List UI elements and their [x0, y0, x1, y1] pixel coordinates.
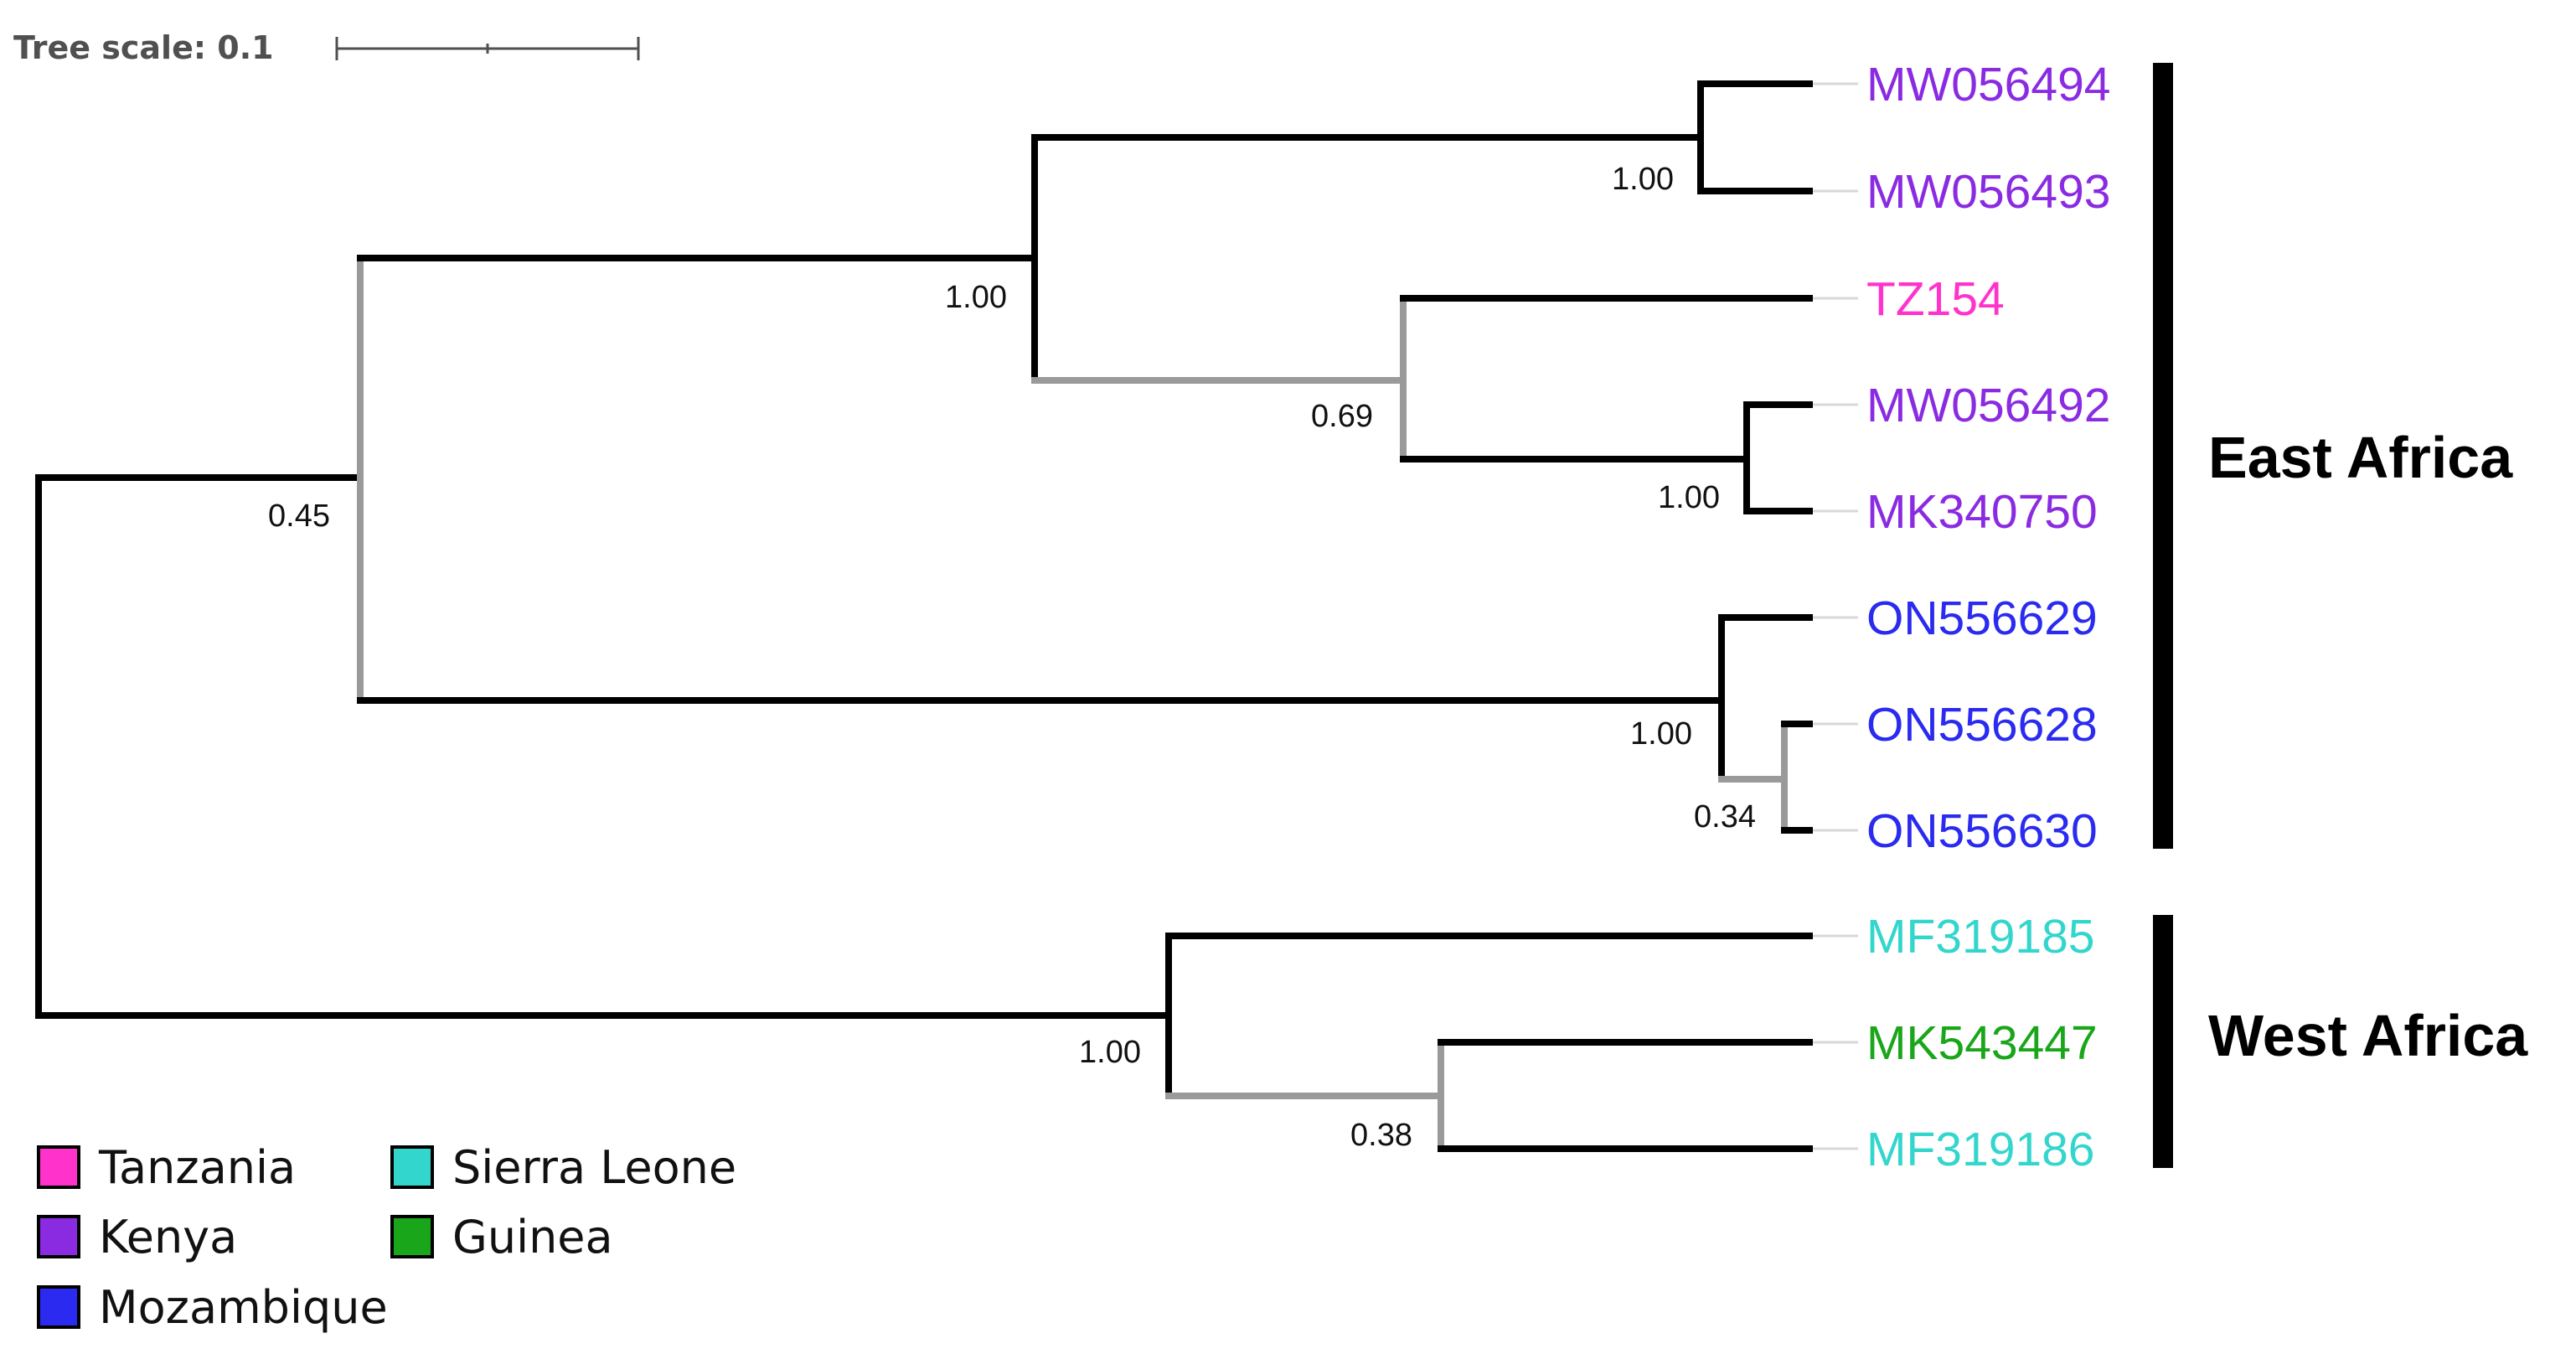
- leaf-label-mf319185: MF319185: [1866, 910, 2095, 964]
- legend-item-guinea: Guinea: [390, 1211, 613, 1263]
- support-west-clade: 1.00: [1079, 1035, 1141, 1070]
- leaf-label-mw056493: MW056493: [1866, 165, 2111, 219]
- leaf-label-on556628: ON556628: [1866, 698, 2098, 752]
- legend-item-tanzania: Tanzania: [37, 1141, 296, 1194]
- support-mozambique-clade: 1.00: [1630, 716, 1692, 752]
- legend-swatch-mozambique: [37, 1285, 80, 1329]
- legend-swatch-tanzania: [37, 1145, 80, 1189]
- leaf-label-mk340750: MK340750: [1866, 485, 2098, 539]
- leaf-label-mw056494: MW056494: [1866, 58, 2111, 111]
- support-values: 0.45 1.00 1.00 0.69 1.00 1.00 0.34 1.00 …: [268, 162, 1756, 1153]
- leaf-label-mf319186: MF319186: [1866, 1123, 2095, 1176]
- tree-scale-label: Tree scale: 0.1: [13, 29, 274, 66]
- tree-branches: [35, 80, 1813, 1152]
- leaf-label-on556629: ON556629: [1866, 592, 2098, 645]
- support-mw056494-mw056493: 1.00: [1612, 162, 1674, 197]
- support-root-east: 0.45: [268, 499, 330, 534]
- support-mw056492-mk340750: 1.00: [1658, 480, 1720, 515]
- clade-annotations: East Africa West Africa: [2153, 63, 2528, 1168]
- legend-swatch-guinea: [390, 1215, 434, 1258]
- clade-bar-east-africa: [2153, 63, 2173, 849]
- legend-label-sierra-leone: Sierra Leone: [452, 1141, 736, 1194]
- clade-label-east-africa: East Africa: [2208, 425, 2513, 490]
- legend: Tanzania Sierra Leone Kenya Guinea Mozam…: [37, 1141, 736, 1334]
- support-mk543447-mf319186: 0.38: [1350, 1118, 1412, 1153]
- legend-label-guinea: Guinea: [452, 1211, 613, 1263]
- legend-label-mozambique: Mozambique: [99, 1281, 388, 1334]
- legend-swatch-sierra-leone: [390, 1145, 434, 1189]
- legend-item-kenya: Kenya: [37, 1211, 237, 1263]
- legend-item-mozambique: Mozambique: [37, 1281, 388, 1334]
- tree-scale: Tree scale: 0.1: [13, 29, 640, 66]
- leaf-label-mw056492: MW056492: [1866, 379, 2111, 432]
- support-kenya-tanzania-clade: 1.00: [945, 280, 1007, 315]
- leaf-label-mk543447: MK543447: [1866, 1016, 2098, 1070]
- leaf-label-on556630: ON556630: [1866, 804, 2098, 858]
- support-tz154-clade: 0.69: [1311, 399, 1373, 434]
- leaf-extensions: [1809, 82, 1858, 1150]
- leaf-label-tz154: TZ154: [1866, 272, 2005, 326]
- leaf-labels: MW056494 MW056493 TZ154 MW056492 MK34075…: [1866, 58, 2111, 1176]
- legend-label-tanzania: Tanzania: [98, 1141, 296, 1194]
- clade-label-west-africa: West Africa: [2208, 1003, 2528, 1068]
- legend-label-kenya: Kenya: [99, 1211, 237, 1263]
- clade-bar-west-africa: [2153, 915, 2173, 1168]
- legend-swatch-kenya: [37, 1215, 80, 1258]
- support-on556628-on556630: 0.34: [1694, 799, 1756, 835]
- legend-item-sierra-leone: Sierra Leone: [390, 1141, 736, 1194]
